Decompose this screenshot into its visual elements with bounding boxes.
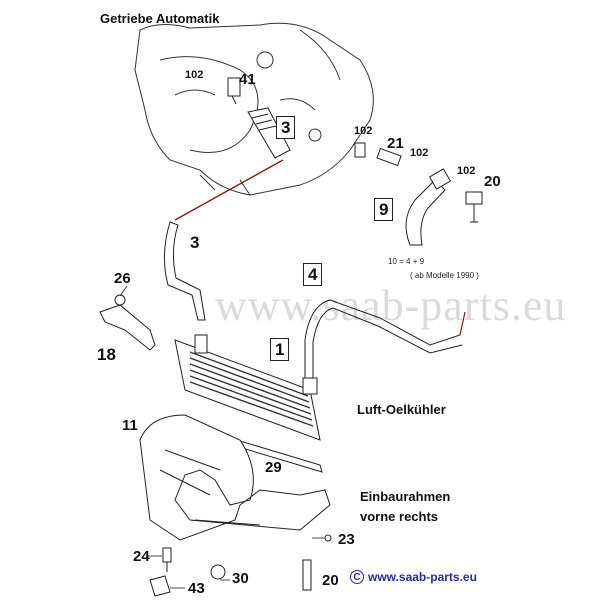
hose-3-stub <box>247 107 291 159</box>
caption-cooler: Luft-Oelkühler <box>357 402 446 417</box>
note-model: ( ab Modelle 1990 ) <box>410 271 479 280</box>
part-label-102: 102 <box>410 147 429 159</box>
website-credit: C www.saab-parts.eu <box>350 570 477 584</box>
copyright-icon: C <box>350 570 364 584</box>
part-label-30: 30 <box>232 570 249 587</box>
part-label-9: 9 <box>374 198 394 221</box>
mounting-frame <box>139 414 331 541</box>
bolt-20-bottom <box>302 559 312 591</box>
screw-23 <box>324 534 332 542</box>
fitting-21 <box>354 142 402 167</box>
bracket-18 <box>99 294 156 351</box>
bolt-20-top <box>465 191 483 223</box>
bolt-24 <box>162 547 172 572</box>
hose-9 <box>405 168 452 246</box>
diagram-title: Getriebe Automatik <box>100 11 220 26</box>
caption-frame-line1: Einbaurahmen <box>360 489 451 504</box>
part-label-23: 23 <box>338 531 355 548</box>
hose-4 <box>304 299 466 380</box>
part-label-3: 3 <box>190 233 200 252</box>
watermark-text: www.saab-parts.eu <box>215 281 567 330</box>
part-label-3-top: 3 <box>276 116 296 139</box>
transmission-housing <box>134 22 374 196</box>
part-label-24: 24 <box>133 548 150 565</box>
part-label-18: 18 <box>97 345 116 364</box>
part-label-43: 43 <box>188 580 205 597</box>
part-label-20: 20 <box>484 173 501 190</box>
part-label-1: 1 <box>270 338 290 361</box>
part-label-26: 26 <box>114 270 131 287</box>
part-label-11: 11 <box>122 417 138 434</box>
hose-3 <box>163 221 206 321</box>
part-label-4: 4 <box>303 263 323 286</box>
part-label-41: 41 <box>239 71 256 88</box>
fitting-41 <box>227 77 241 105</box>
oil-cooler <box>174 334 321 441</box>
clip-43 <box>149 575 171 597</box>
part-label-20: 20 <box>322 572 339 589</box>
caption-frame-line2: vorne rechts <box>360 509 439 524</box>
note-combo: 10 = 4 + 9 <box>388 257 425 266</box>
part-label-102: 102 <box>185 69 204 81</box>
nut-30 <box>210 564 226 580</box>
part-label-102: 102 <box>354 125 373 137</box>
website-link[interactable]: www.saab-parts.eu <box>368 570 477 584</box>
part-label-102: 102 <box>457 165 476 177</box>
part-label-29: 29 <box>265 459 282 476</box>
part-label-21: 21 <box>387 135 404 152</box>
